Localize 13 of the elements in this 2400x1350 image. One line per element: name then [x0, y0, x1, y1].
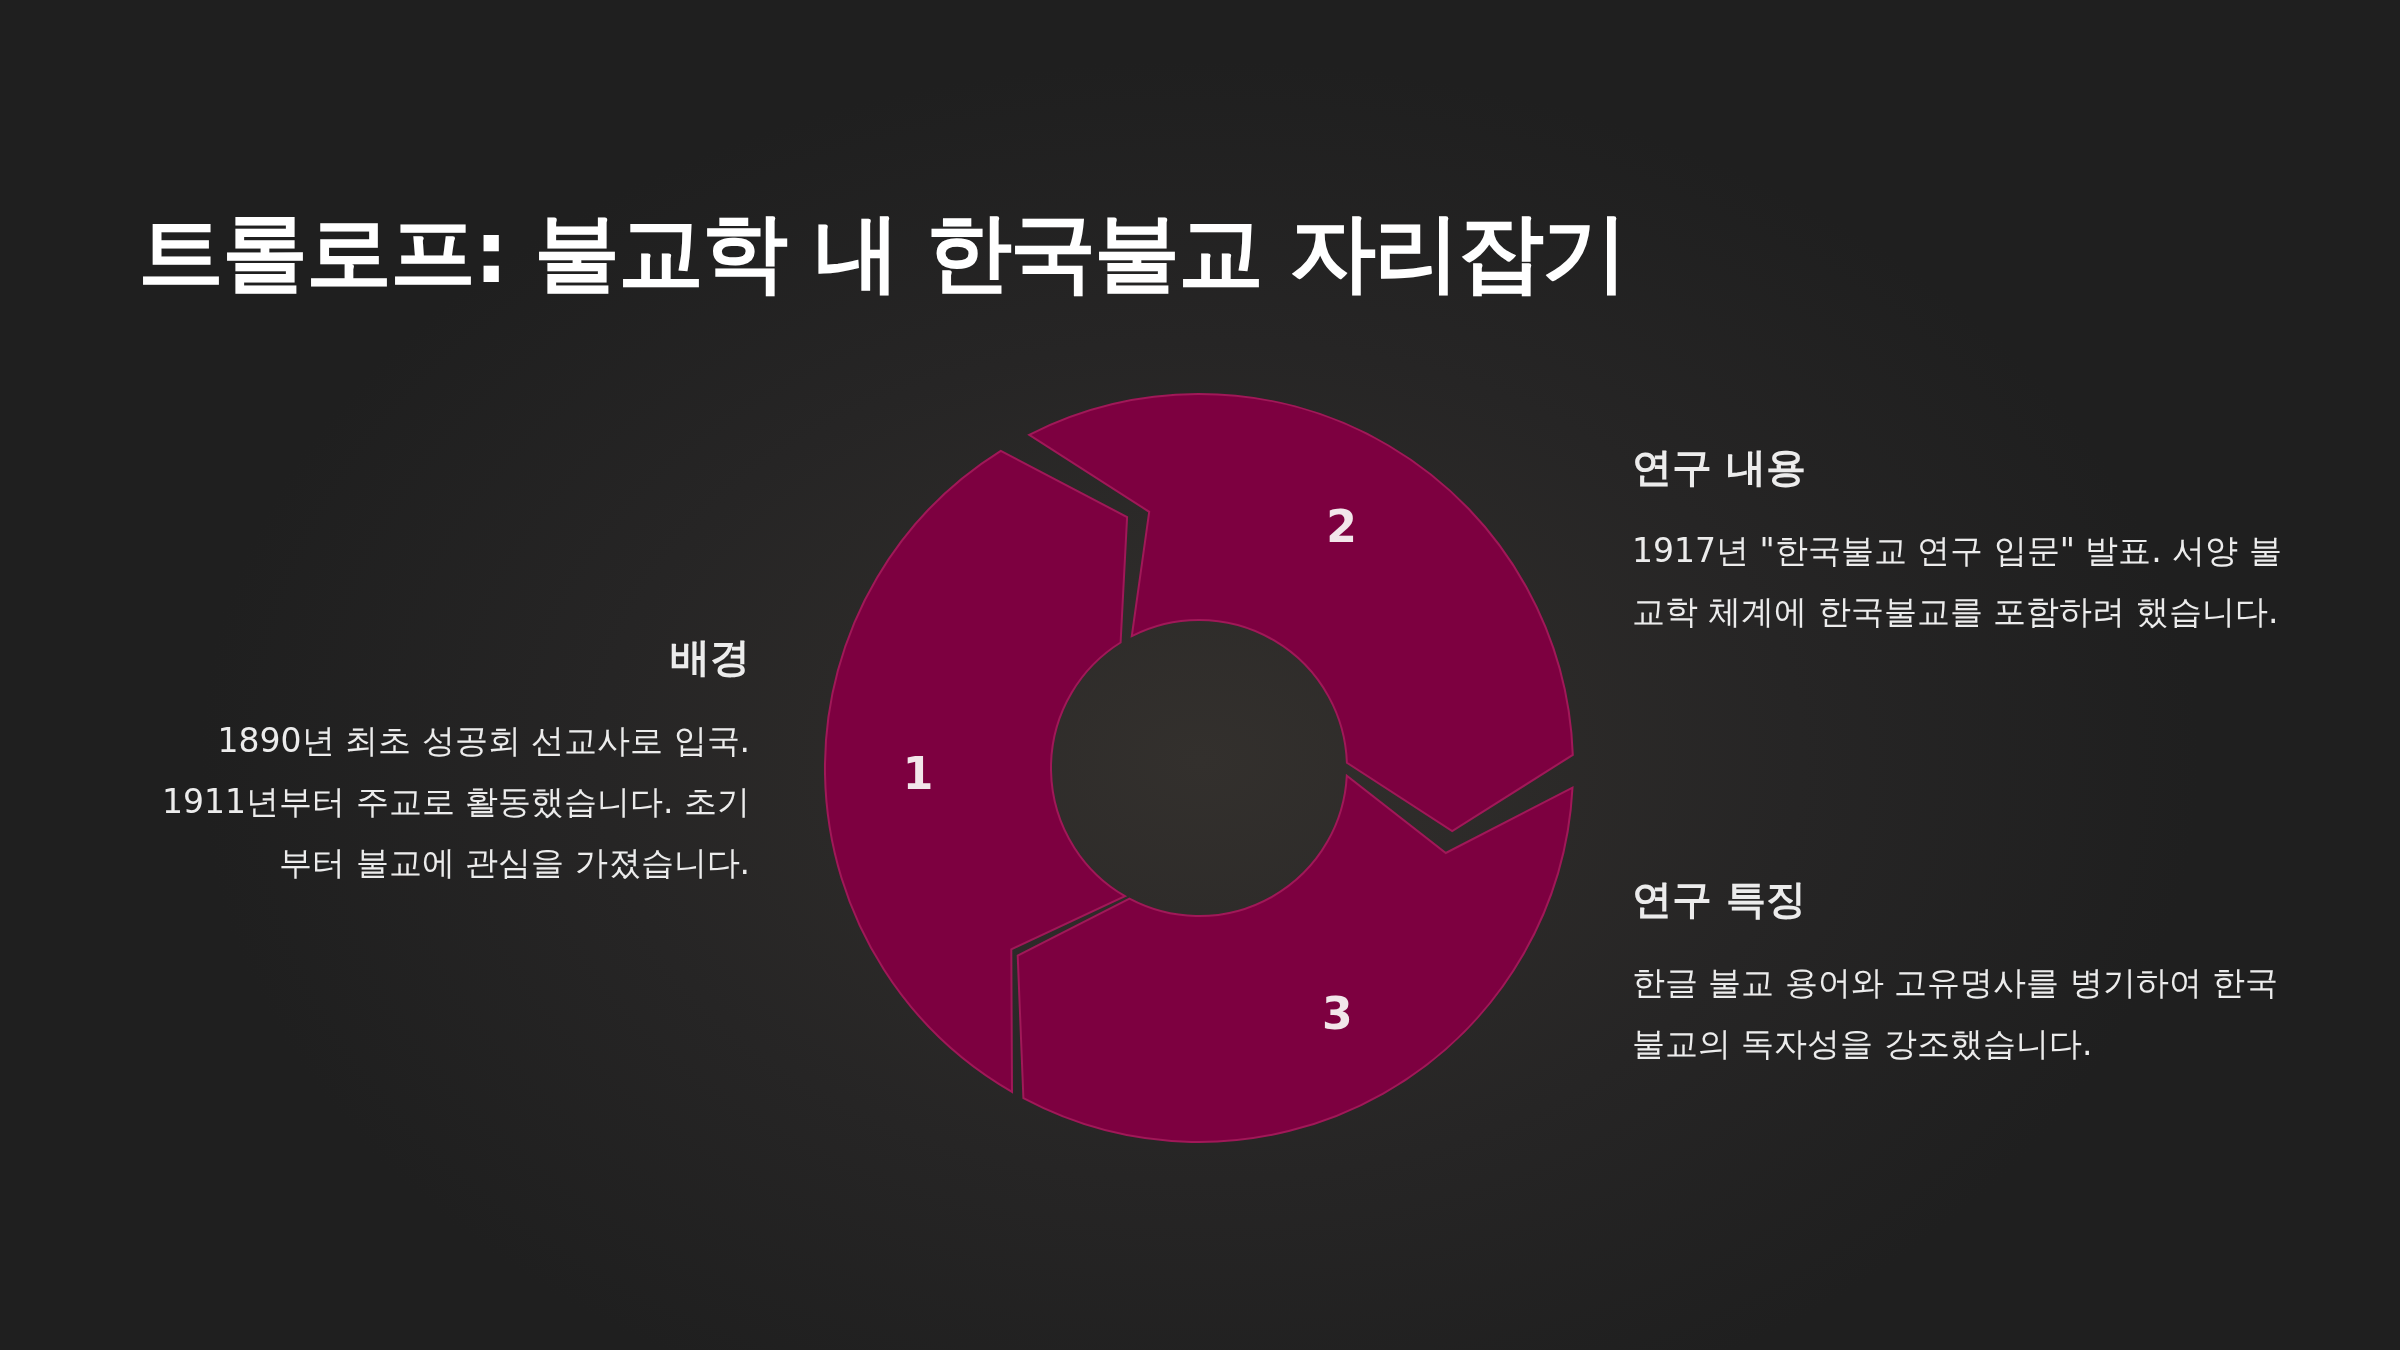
step-number: 2 — [1326, 500, 1357, 552]
section-heading: 연구 내용 — [1632, 443, 1807, 492]
arrow-segment — [1028, 393, 1574, 833]
description-text: 한글 불교 용어와 고유명사를 병기하여 한국불교의 독자성을 강조했습니다. — [1632, 962, 2280, 1065]
arrow-segment — [1016, 774, 1574, 1143]
section-heading: 배경 — [669, 633, 750, 682]
description-text: 1917년 "한국불교 연구 입문" 발표. 서양 불교학 체계에 한국불교를 포함하려 했습니다. — [1632, 530, 2282, 633]
step-number: 3 — [1322, 987, 1353, 1039]
arrow-segment — [824, 449, 1129, 1093]
title: 트롤로프: 불교학 내 한국불교 자리잡기 — [138, 201, 1627, 304]
section-heading: 연구 특징 — [1632, 875, 1807, 924]
description-text: 1890년 최초 성공회 선교사로 입국. 1911년부터 주교로 활동했습니다. 초기부터 불교에 관심을 가졌습니다. — [161, 720, 750, 884]
step-number: 1 — [902, 747, 934, 799]
